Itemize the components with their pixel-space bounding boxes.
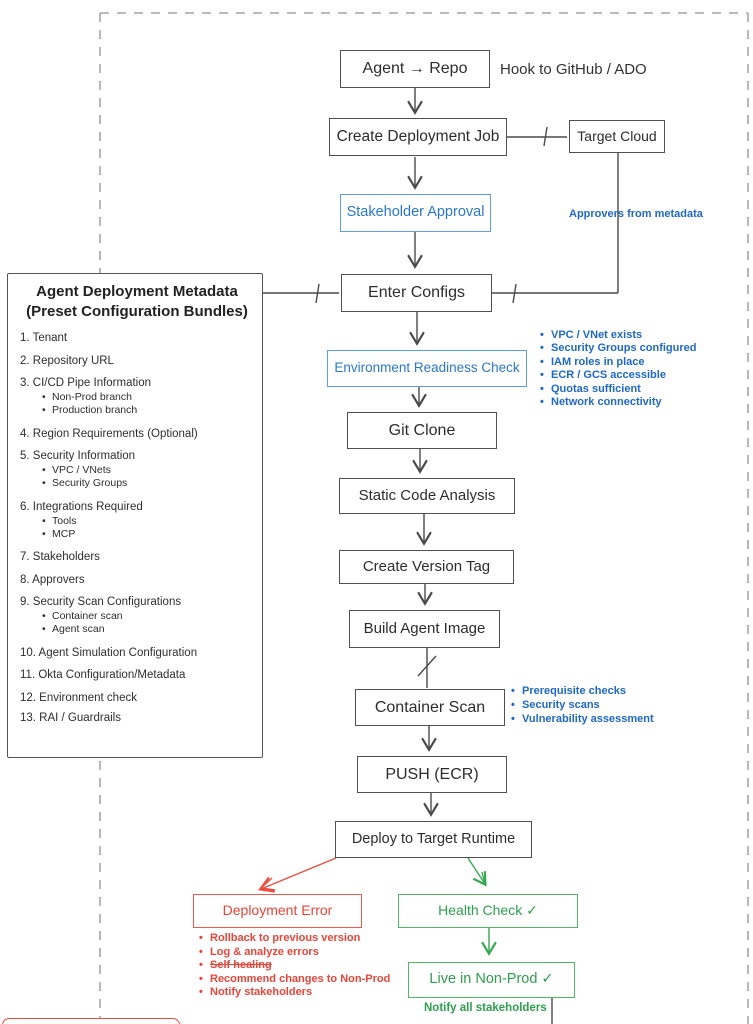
metadata-item: 9. Security Scan Configurations Containe… [20, 596, 254, 636]
environment-readiness-node: Environment Readiness Check [327, 350, 527, 387]
notify-annotation: Notify all stakeholders [424, 1002, 547, 1014]
hook-annotation: Hook to GitHub / ADO [500, 61, 647, 78]
metadata-subitem: Container scan [42, 610, 254, 623]
metadata-item: 7. Stakeholders [20, 551, 100, 564]
env-checklist-item: Quotas sufficient [540, 383, 696, 397]
git-clone-node: Git Clone [347, 412, 497, 449]
metadata-panel-title-line1: Agent Deployment Metadata [36, 283, 238, 300]
scan-checklist-item: Security scans [511, 698, 654, 712]
env-checklist-item: Security Groups configured [540, 342, 696, 356]
metadata-item: 6. Integrations Required Tools MCP [20, 501, 254, 541]
container-scan-node: Container Scan [355, 689, 505, 726]
env-checklist: VPC / VNet exists Security Groups config… [540, 329, 696, 410]
metadata-item: 11. Okta Configuration/Metadata [20, 669, 186, 682]
metadata-item: 13. RAI / Guardrails [20, 711, 121, 724]
agent-repo-node: Agent → Repo [340, 50, 490, 88]
metadata-panel-title-line2: (Preset Configuration Bundles) [26, 302, 248, 320]
target-cloud-node: Target Cloud [569, 120, 665, 153]
metadata-subitem: Security Groups [42, 477, 254, 490]
metadata-item: 2. Repository URL [20, 354, 114, 367]
metadata-panel-title: Agent Deployment Metadata (Preset Config… [20, 282, 254, 322]
env-checklist-item: IAM roles in place [540, 356, 696, 370]
next-page-node [2, 1018, 180, 1024]
metadata-item: 10. Agent Simulation Configuration [20, 646, 198, 659]
error-action-item: Notify stakeholders [199, 986, 390, 1000]
metadata-item: 12. Environment check [20, 691, 137, 704]
metadata-subitem: Tools [42, 515, 254, 528]
scan-checklist-item: Prerequisite checks [511, 684, 654, 698]
create-deployment-job-node: Create Deployment Job [329, 118, 507, 156]
metadata-subitem: Agent scan [42, 623, 254, 636]
dashed-page-border [99, 12, 749, 1024]
env-checklist-item: Network connectivity [540, 396, 696, 410]
scan-checklist-item: Vulnerability assessment [511, 712, 654, 726]
env-checklist-item: ECR / GCS accessible [540, 369, 696, 383]
error-action-item: Log & analyze errors [199, 946, 390, 960]
scan-checklist: Prerequisite checks Security scans Vulne… [511, 684, 654, 726]
metadata-subitem: Production branch [42, 404, 254, 417]
error-action-item-struck: Self healing [199, 959, 390, 973]
metadata-item: 1. Tenant [20, 332, 68, 345]
enter-configs-node: Enter Configs [341, 274, 492, 312]
error-action-item: Recommend changes to Non-Prod [199, 973, 390, 987]
error-actions-list: Rollback to previous version Log & analy… [199, 932, 390, 1000]
metadata-item: 3. CI/CD Pipe Information Non-Prod branc… [20, 377, 254, 417]
error-action-item: Rollback to previous version [199, 932, 390, 946]
env-checklist-item: VPC / VNet exists [540, 329, 696, 343]
static-code-analysis-node: Static Code Analysis [339, 478, 515, 514]
metadata-panel: Agent Deployment Metadata (Preset Config… [7, 273, 263, 758]
health-check-node: Health Check ✓ [398, 894, 578, 928]
metadata-subitem: Non-Prod branch [42, 391, 254, 404]
stakeholder-approval-node: Stakeholder Approval [340, 194, 491, 232]
build-agent-image-node: Build Agent Image [349, 610, 500, 648]
approvers-annotation: Approvers from metadata [569, 208, 703, 220]
metadata-item: 8. Approvers [20, 573, 85, 586]
live-nonprod-node: Live in Non-Prod ✓ [408, 962, 575, 998]
push-ecr-node: PUSH (ECR) [357, 756, 507, 793]
metadata-subitem: MCP [42, 528, 254, 541]
metadata-item: 5. Security Information VPC / VNets Secu… [20, 450, 254, 490]
metadata-item: 4. Region Requirements (Optional) [20, 427, 198, 440]
create-version-tag-node: Create Version Tag [339, 550, 514, 584]
deploy-runtime-node: Deploy to Target Runtime [335, 821, 532, 858]
metadata-subitem: VPC / VNets [42, 464, 254, 477]
deployment-error-node: Deployment Error [193, 894, 362, 928]
